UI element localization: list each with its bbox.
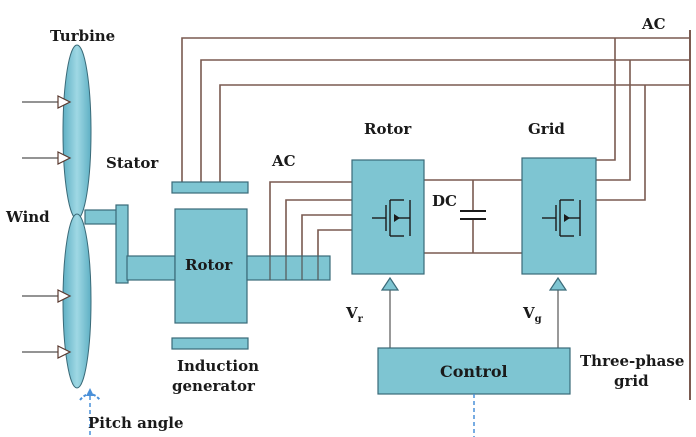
control-signals <box>380 276 568 348</box>
shaft-coupling <box>115 204 129 284</box>
stator-top-bar <box>171 181 249 194</box>
rotor-converter-box <box>351 159 425 275</box>
generator-rotor-box <box>174 208 248 324</box>
vr-arrow-icon <box>380 276 400 291</box>
vg-arrow-icon <box>548 276 568 291</box>
transistor-icon <box>372 199 411 237</box>
grid-label: grid <box>614 372 649 390</box>
ac-top-label: AC <box>641 15 666 33</box>
dc-link <box>424 179 522 254</box>
slip-rings <box>246 255 331 281</box>
grid-converter-wires <box>596 38 646 201</box>
stator-label: Stator <box>106 154 159 172</box>
vr-label: Vr <box>345 304 364 325</box>
transistor-icon <box>542 199 581 237</box>
pitch-signal <box>79 388 475 437</box>
wind-label: Wind <box>5 208 50 226</box>
turbine <box>62 44 176 389</box>
ac-rotor-label: AC <box>271 152 296 170</box>
hub <box>84 209 118 225</box>
rotor-converter-label: Rotor <box>364 120 412 138</box>
stator-wires <box>181 37 690 182</box>
upper-blade <box>62 44 92 220</box>
shaft <box>126 255 176 281</box>
lower-blade <box>62 213 92 389</box>
pitch-angle-label: Pitch angle <box>88 414 184 432</box>
stator-bottom-bar <box>171 337 249 350</box>
wind-arrows <box>22 95 72 359</box>
grid-converter-box <box>521 157 597 275</box>
turbine-label: Turbine <box>50 27 115 45</box>
vg-label: Vg <box>522 304 542 325</box>
vg-subscript: g <box>535 314 542 325</box>
generator-label: generator <box>172 377 256 395</box>
induction-label: Induction <box>177 357 259 375</box>
control-label: Control <box>440 362 508 381</box>
three-phase-label: Three-phase <box>580 352 684 370</box>
induction-generator <box>171 181 331 350</box>
grid-converter <box>521 157 597 275</box>
rotor-converter <box>351 159 425 275</box>
dc-label: DC <box>432 192 457 210</box>
vr-subscript: r <box>358 314 364 325</box>
generator-rotor-label: Rotor <box>185 256 233 274</box>
rotor-ac-wires <box>269 181 352 264</box>
grid-converter-label: Grid <box>528 120 565 138</box>
